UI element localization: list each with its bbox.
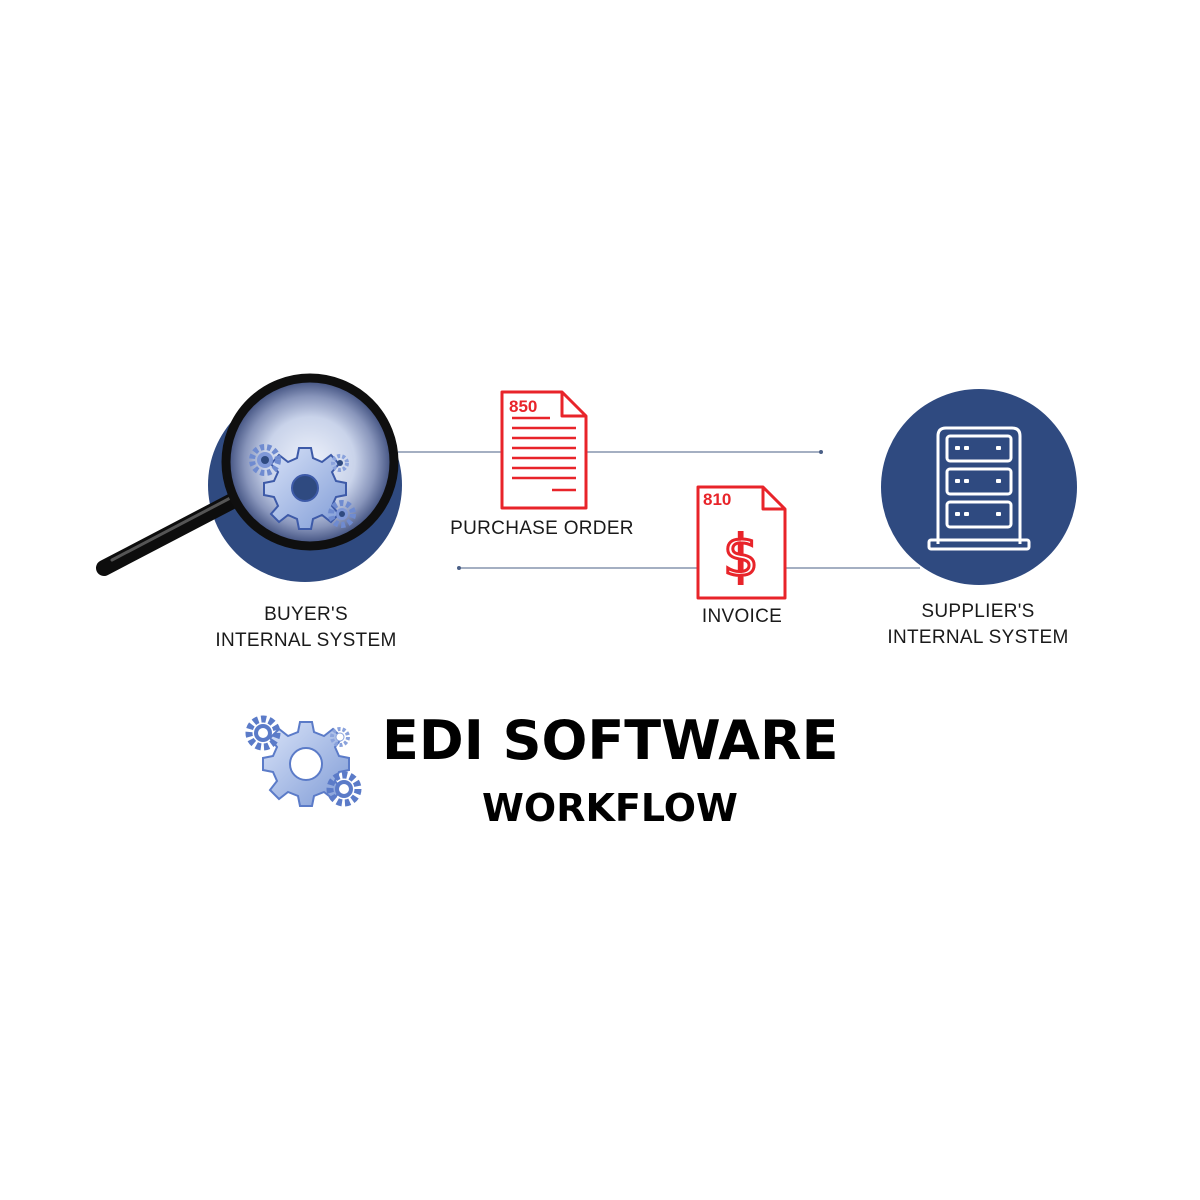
magnifier-gears-icon — [96, 373, 402, 582]
supplier-label-line1: SUPPLIER'S — [921, 601, 1035, 622]
buyer-label-line2: INTERNAL SYSTEM — [215, 630, 397, 651]
supplier-label-line2: INTERNAL SYSTEM — [887, 627, 1069, 648]
invoice-code: 810 — [703, 490, 731, 509]
lens-gear-tiny — [331, 454, 349, 472]
purchase-order-label: PURCHASE ORDER — [450, 518, 634, 539]
supplier-label: SUPPLIER'S INTERNAL SYSTEM — [868, 599, 1088, 651]
page-title: EDI SOFTWARE — [382, 709, 839, 772]
dollar-icon: $ — [723, 524, 759, 589]
magnifier-rim — [221, 373, 399, 551]
magnifier-handle — [96, 489, 248, 576]
invoice-label: INVOICE — [701, 606, 783, 627]
gears-icon — [245, 715, 362, 807]
invoice-flow-arrow-dot — [457, 566, 461, 570]
po-code: 850 — [509, 397, 537, 416]
page-subtitle: WORKFLOW — [482, 786, 738, 830]
document-810-dollar-icon: 810 $ — [696, 485, 787, 600]
lens-gear-large — [263, 447, 347, 530]
server-rack-icon — [881, 389, 1077, 585]
flow-lines — [398, 450, 920, 570]
po-flow-arrow-dot — [819, 450, 823, 454]
buyer-label-line1: BUYER'S — [264, 604, 348, 625]
supplier-circle — [881, 389, 1077, 585]
lens-gear-small-left — [249, 444, 281, 476]
buyer-label: BUYER'S INTERNAL SYSTEM — [196, 602, 416, 654]
lens-gear-small-right — [328, 500, 356, 528]
document-850-icon: 850 — [500, 390, 588, 510]
